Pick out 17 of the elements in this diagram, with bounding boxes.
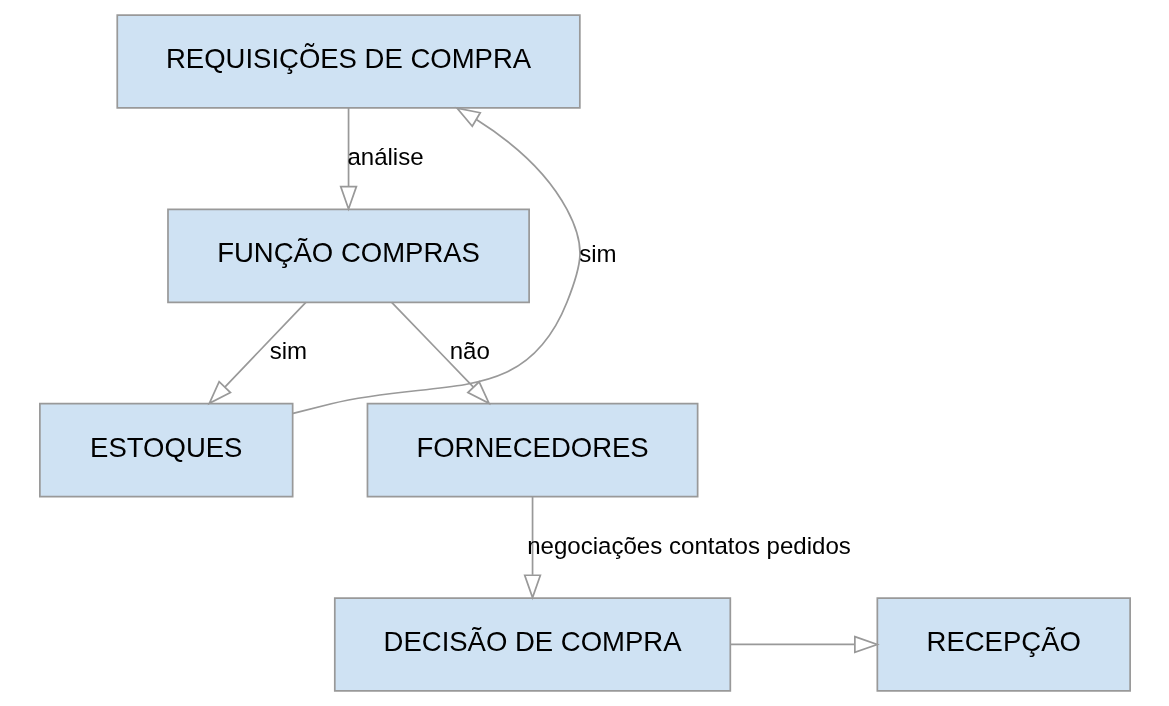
edge-label: não (449, 337, 490, 365)
node-box: FUNÇÃO COMPRAS (166, 208, 530, 304)
node-box: REQUISIÇÕES DE COMPRA (115, 14, 581, 109)
edge-label: negociações contatos pedidos (526, 531, 851, 559)
node-box: FORNECEDORES (366, 402, 698, 498)
edge-label: sim (269, 337, 307, 365)
arrow (390, 301, 491, 406)
arrow (339, 107, 358, 212)
edge-label: análise (346, 143, 424, 171)
arrow (729, 635, 880, 654)
node-box: DECISÃO DE COMPRA (333, 597, 731, 692)
node-box: ESTOQUES (38, 402, 294, 498)
node-box: RECEPÇÃO (876, 597, 1131, 692)
arrow (523, 495, 542, 601)
arrow (291, 106, 581, 415)
edge-label: sim (578, 240, 617, 268)
arrow (207, 301, 307, 406)
